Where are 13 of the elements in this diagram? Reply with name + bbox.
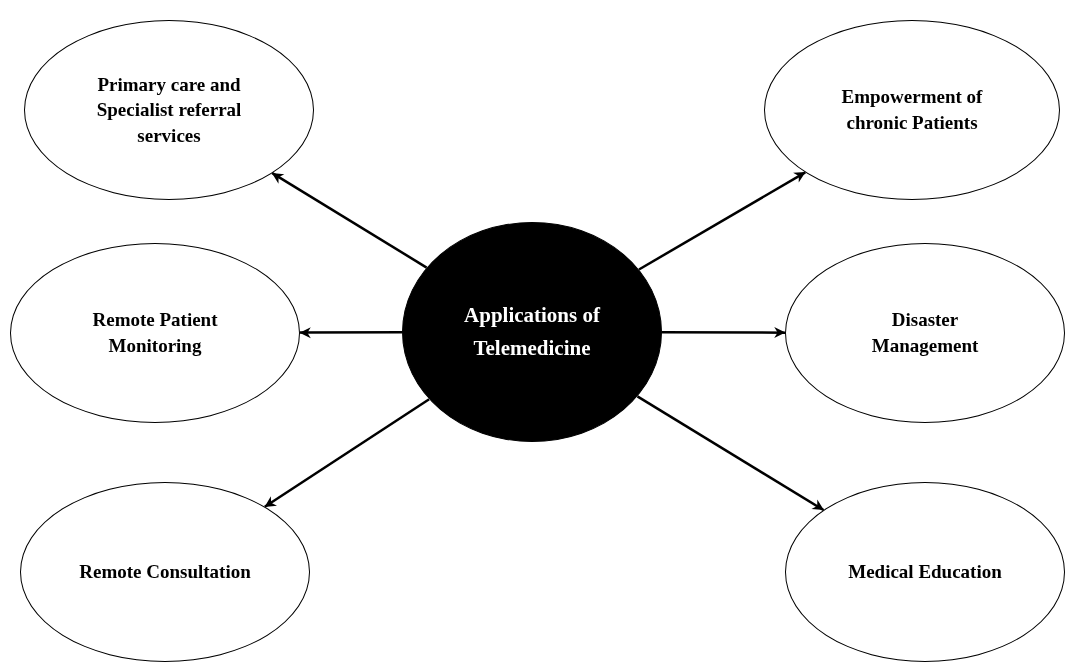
- arrow: [264, 398, 430, 508]
- arrow: [636, 395, 825, 512]
- node-label: Disaster Management: [870, 308, 980, 358]
- node-label: Primary care and Specialist referral services: [95, 72, 243, 148]
- arrow: [299, 327, 402, 339]
- arrow: [662, 326, 786, 339]
- arrow: [638, 171, 806, 271]
- node-label: Remote Consultation: [78, 560, 252, 585]
- arrow: [271, 172, 428, 269]
- node-label: Applications of Telemedicine: [463, 302, 602, 362]
- node-label: Medical Education: [847, 560, 1003, 585]
- node-label: Empowerment of chronic Patients: [840, 85, 984, 135]
- node-label: Remote Patient Monitoring: [91, 308, 219, 358]
